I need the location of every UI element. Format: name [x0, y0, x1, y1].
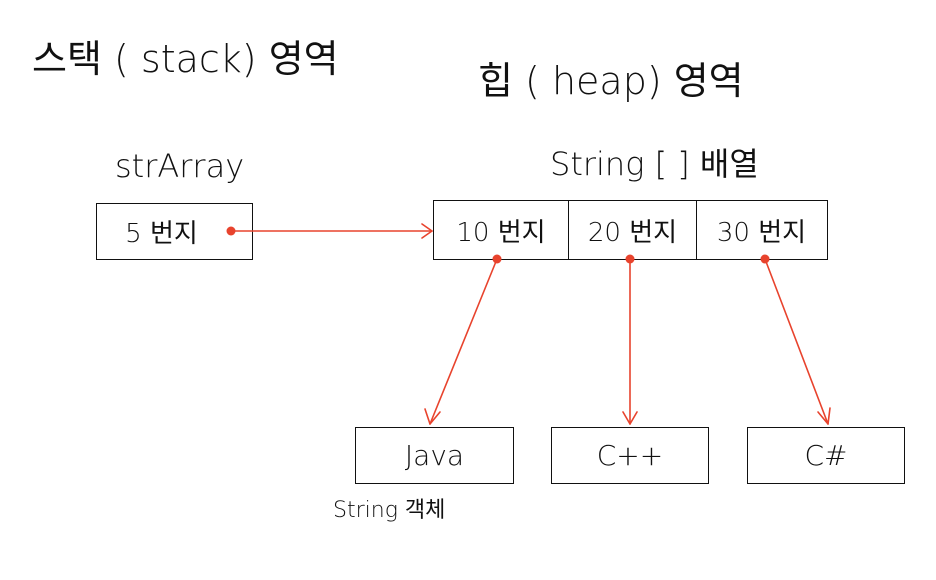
- pointer-dot-cell0: [492, 254, 502, 264]
- stack-variable-value: 5 번지: [125, 219, 198, 249]
- arrowhead-cpp: [622, 411, 638, 425]
- object-caption: String 객체: [333, 498, 446, 523]
- arrow-cell2-to-csharp: [764, 258, 829, 425]
- string-array-box: 10 번지 20 번지 30 번지: [433, 200, 828, 260]
- arrowhead-java: [424, 408, 441, 425]
- arrowhead-stack-to-array: [421, 223, 433, 239]
- array-cell-2: 30 번지: [696, 201, 826, 259]
- arrow-cell0-to-java: [429, 258, 498, 425]
- pointer-dot-cell2: [760, 254, 770, 264]
- arrowhead-csharp: [817, 407, 831, 425]
- pointer-dot-stack: [226, 226, 236, 236]
- stack-area-title: 스택 ( stack) 영역: [32, 37, 339, 81]
- pointer-dot-cell1: [625, 254, 635, 264]
- string-object-csharp: C#: [747, 427, 905, 484]
- object-text-cpp: C++: [596, 439, 664, 472]
- string-object-java: Java: [355, 427, 514, 484]
- object-text-java: Java: [404, 439, 465, 472]
- heap-area-title: 힙 ( heap) 영역: [478, 59, 744, 103]
- array-cell-0: 10 번지: [456, 217, 546, 248]
- variable-name-label: strArray: [115, 147, 245, 185]
- object-text-csharp: C#: [804, 439, 848, 472]
- array-label: String [ ] 배열: [550, 145, 759, 183]
- string-object-cpp: C++: [551, 427, 709, 484]
- array-cell-1: 20 번지: [568, 201, 696, 259]
